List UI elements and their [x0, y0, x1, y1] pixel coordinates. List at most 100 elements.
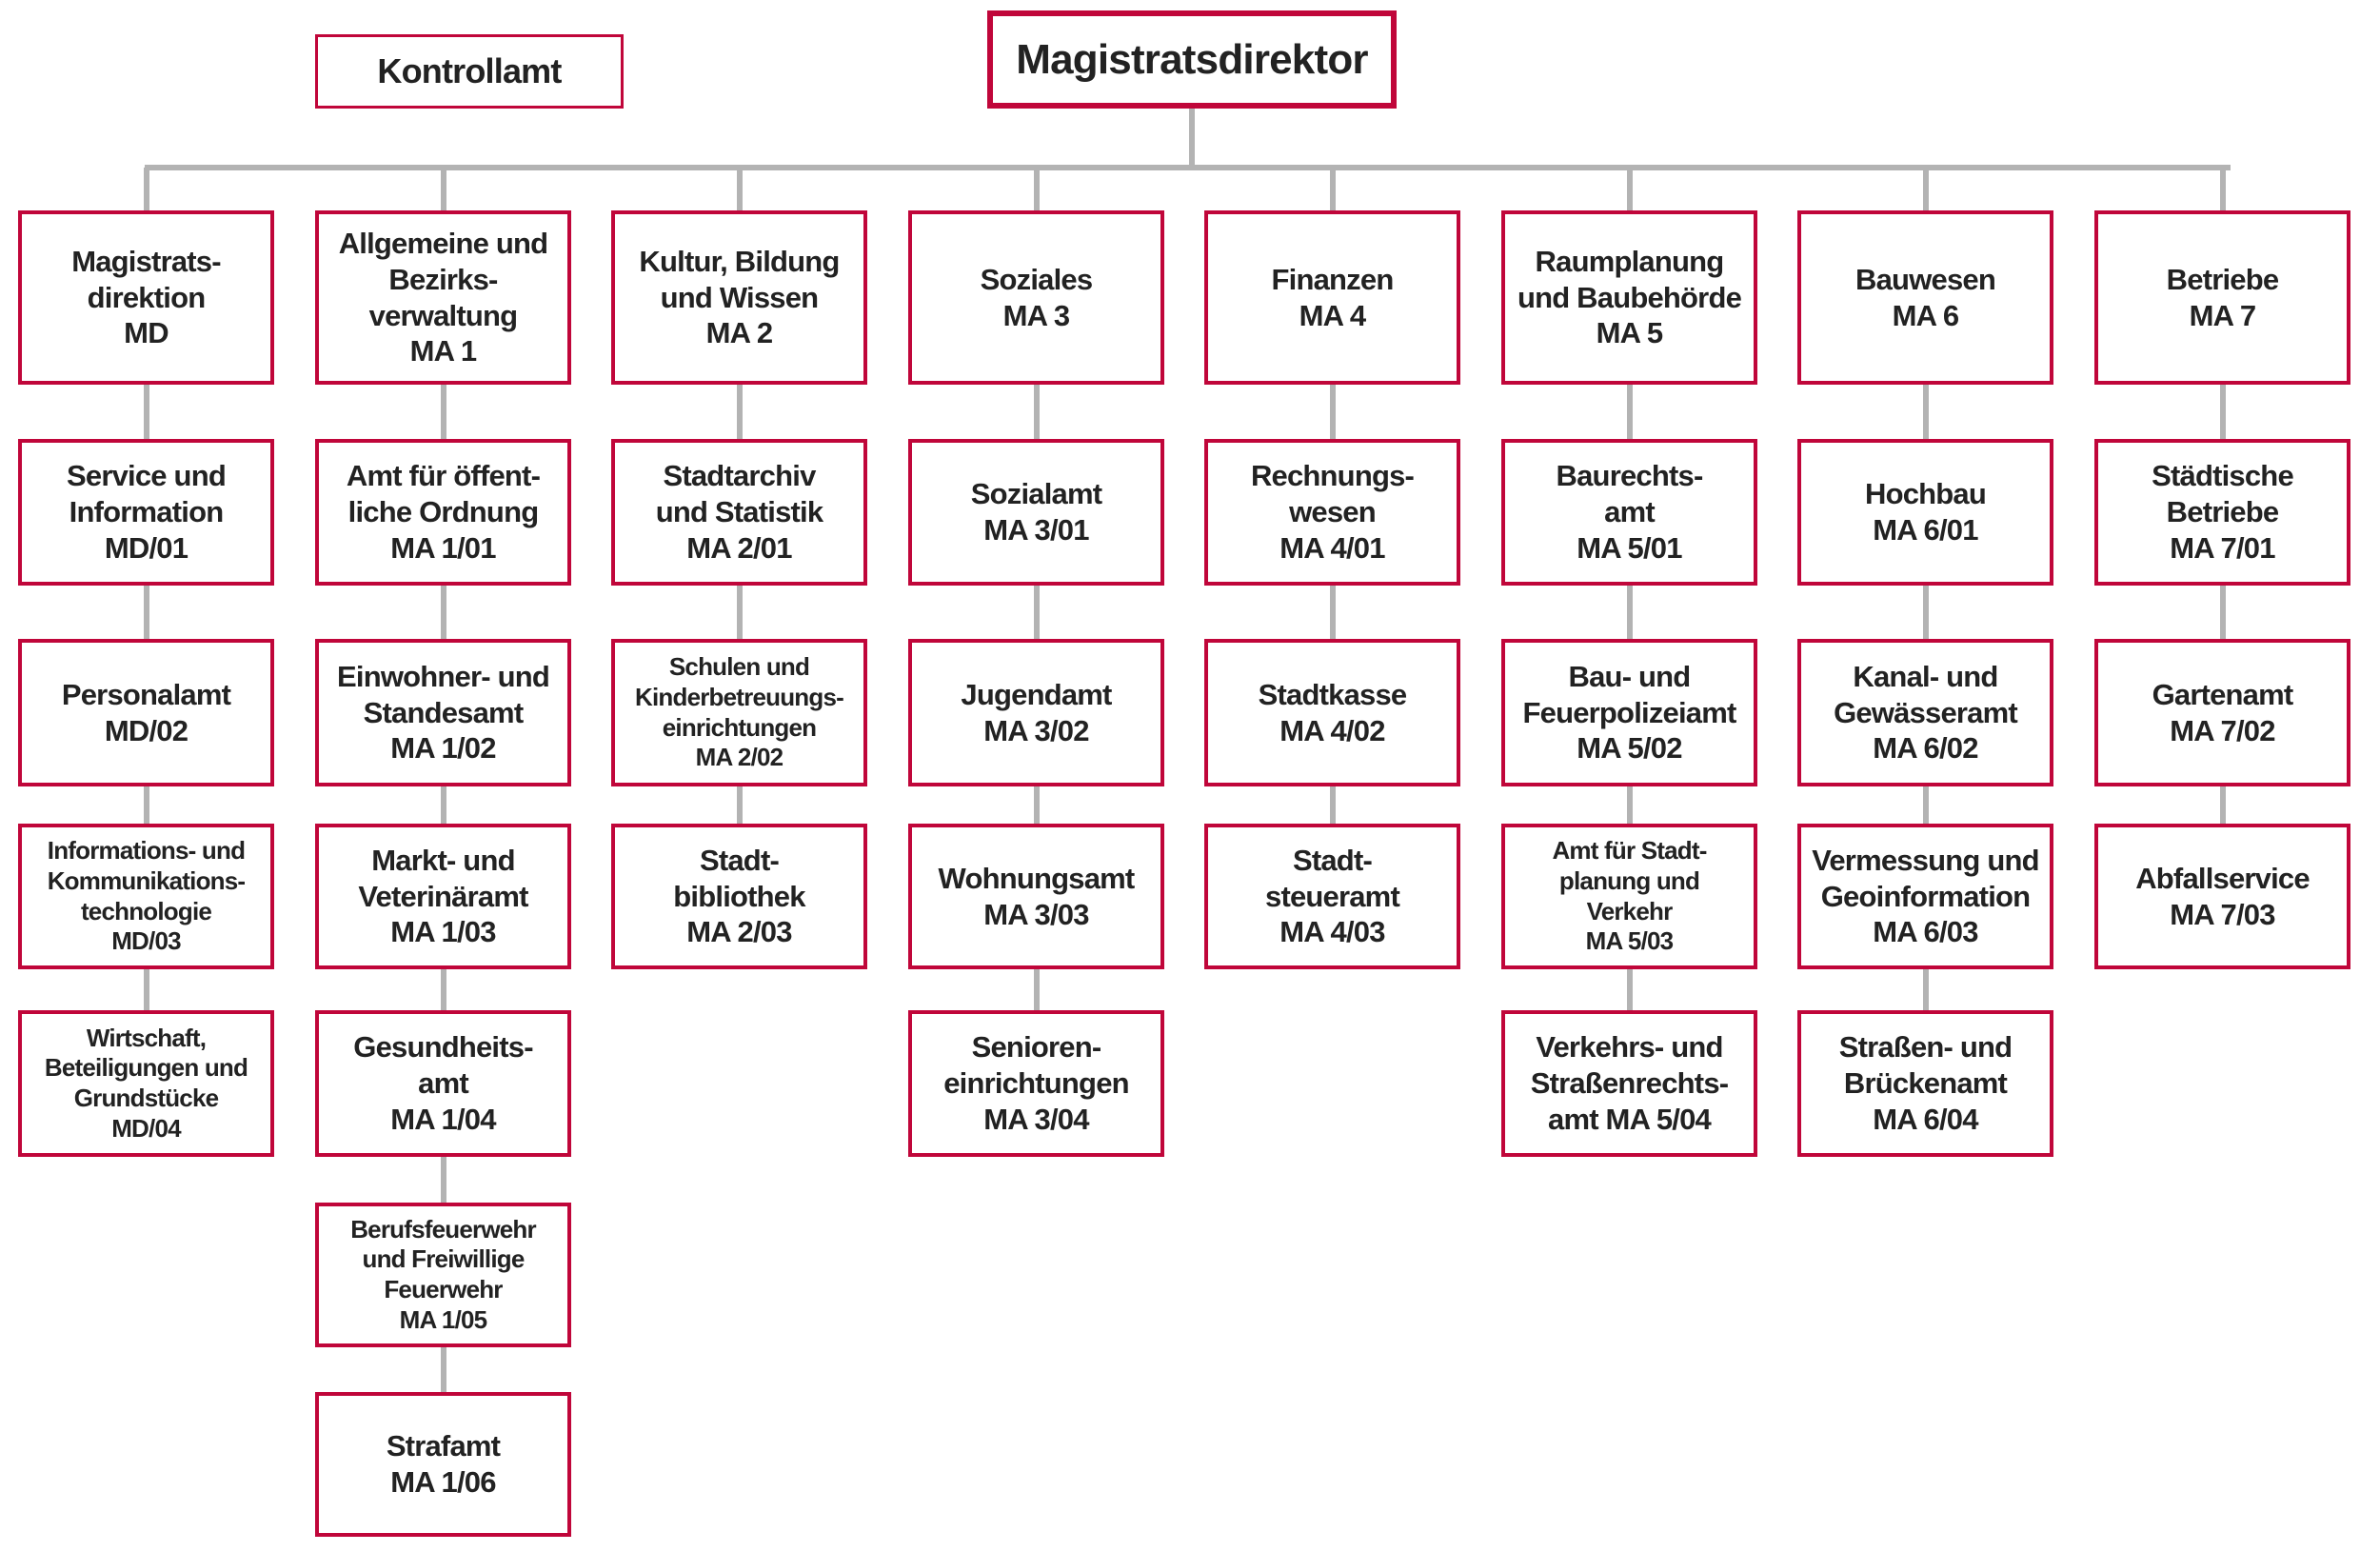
office-label: Stadt- steueramt MA 4/03 — [1265, 843, 1400, 949]
department-box: Allgemeine und Bezirks- verwaltung MA 1 — [315, 210, 571, 385]
office-box: Straßen- und Brückenamt MA 6/04 — [1797, 1010, 2053, 1157]
kontrollamt-box: Kontrollamt — [315, 34, 624, 109]
office-label: Rechnungs- wesen MA 4/01 — [1250, 459, 1415, 565]
office-box: Markt- und Veterinäramt MA 1/03 — [315, 824, 571, 969]
connector-vertical — [440, 969, 446, 1010]
office-label: Bau- und Feuerpolizeiamt MA 5/02 — [1522, 659, 1737, 766]
connector-vertical — [1033, 385, 1040, 439]
connector-vertical — [1922, 969, 1929, 1010]
connector-vertical — [143, 969, 149, 1010]
office-box: Gesundheits- amt MA 1/04 — [315, 1010, 571, 1157]
connector-vertical — [1626, 786, 1633, 824]
connector-vertical — [736, 786, 743, 824]
office-label: Stadtarchiv und Statistik MA 2/01 — [655, 459, 823, 565]
office-box: Wohnungsamt MA 3/03 — [908, 824, 1164, 969]
department-box: Kultur, Bildung und Wissen MA 2 — [611, 210, 867, 385]
connector-vertical — [736, 385, 743, 439]
office-label: Stadt- bibliothek MA 2/03 — [673, 843, 805, 949]
connector-vertical — [1033, 586, 1040, 639]
office-label: Gartenamt MA 7/02 — [2152, 677, 2294, 747]
office-label: Amt für öffent- liche Ordnung MA 1/01 — [346, 459, 541, 565]
office-box: Kanal- und Gewässeramt MA 6/02 — [1797, 639, 2053, 786]
office-label: Sozialamt MA 3/01 — [970, 477, 1102, 547]
office-box: Berufsfeuerwehr und Freiwillige Feuerweh… — [315, 1203, 571, 1347]
office-label: Abfallservice MA 7/03 — [2135, 861, 2310, 931]
department-box: Magistrats- direktion MD — [18, 210, 274, 385]
office-label: Hochbau MA 6/01 — [1864, 477, 1987, 547]
connector-vertical — [2219, 786, 2226, 824]
office-box: Personalamt MD/02 — [18, 639, 274, 786]
connector-vertical — [440, 586, 446, 639]
office-label: Senioren- einrichtungen MA 3/04 — [943, 1030, 1129, 1136]
office-box: Senioren- einrichtungen MA 3/04 — [908, 1010, 1164, 1157]
connector-horizontal-bar — [145, 165, 2231, 170]
office-label: Berufsfeuerwehr und Freiwillige Feuerweh… — [350, 1214, 536, 1334]
office-box: Amt für Stadt- planung und Verkehr MA 5/… — [1501, 824, 1757, 969]
office-label: Verkehrs- und Straßenrechts- amt MA 5/04 — [1530, 1030, 1729, 1136]
office-label: Markt- und Veterinäramt MA 1/03 — [358, 843, 528, 949]
connector-vertical — [2219, 586, 2226, 639]
office-box: Baurechts- amt MA 5/01 — [1501, 439, 1757, 586]
office-box: Städtische Betriebe MA 7/01 — [2094, 439, 2350, 586]
department-box: Raumplanung und Baubehörde MA 5 — [1501, 210, 1757, 385]
office-box: Stadtarchiv und Statistik MA 2/01 — [611, 439, 867, 586]
office-label: Baurechts- amt MA 5/01 — [1556, 459, 1704, 565]
department-label: Allgemeine und Bezirks- verwaltung MA 1 — [338, 226, 548, 368]
connector-vertical — [143, 786, 149, 824]
connector-vertical — [1329, 385, 1336, 439]
office-box: Stadt- steueramt MA 4/03 — [1204, 824, 1460, 969]
connector-vertical — [143, 385, 149, 439]
connector-column-drop — [736, 168, 743, 210]
office-label: Vermessung und Geoinformation MA 6/03 — [1812, 843, 2039, 949]
connector-column-drop — [1922, 168, 1929, 210]
office-label: Service und Information MD/01 — [67, 459, 227, 565]
office-box: Sozialamt MA 3/01 — [908, 439, 1164, 586]
office-label: Straßen- und Brückenamt MA 6/04 — [1838, 1030, 2013, 1136]
office-box: Schulen und Kinderbetreuungs- einrichtun… — [611, 639, 867, 786]
office-box: Jugendamt MA 3/02 — [908, 639, 1164, 786]
magistratsdirektor-box: Magistratsdirektor — [987, 10, 1397, 109]
office-box: Wirtschaft, Beteiligungen und Grundstück… — [18, 1010, 274, 1157]
office-box: Service und Information MD/01 — [18, 439, 274, 586]
office-box: Stadtkasse MA 4/02 — [1204, 639, 1460, 786]
office-box: Amt für öffent- liche Ordnung MA 1/01 — [315, 439, 571, 586]
office-label: Personalamt MD/02 — [61, 677, 231, 747]
connector-top-vertical — [1189, 109, 1195, 168]
connector-vertical — [1033, 786, 1040, 824]
connector-vertical — [1329, 586, 1336, 639]
connector-column-drop — [1033, 168, 1040, 210]
connector-column-drop — [143, 168, 149, 210]
office-box: Stadt- bibliothek MA 2/03 — [611, 824, 867, 969]
connector-vertical — [1626, 586, 1633, 639]
department-label: Betriebe MA 7 — [2166, 262, 2279, 332]
department-box: Betriebe MA 7 — [2094, 210, 2350, 385]
department-label: Raumplanung und Baubehörde MA 5 — [1517, 244, 1742, 350]
office-box: Informations- und Kommunikations- techno… — [18, 824, 274, 969]
office-label: Informations- und Kommunikations- techno… — [47, 836, 246, 956]
connector-vertical — [440, 1157, 446, 1203]
connector-vertical — [143, 586, 149, 639]
office-label: Kanal- und Gewässeramt MA 6/02 — [1834, 659, 2018, 766]
office-label: Gesundheits- amt MA 1/04 — [353, 1030, 533, 1136]
office-box: Gartenamt MA 7/02 — [2094, 639, 2350, 786]
connector-column-drop — [440, 168, 446, 210]
department-box: Soziales MA 3 — [908, 210, 1164, 385]
magistratsdirektor-label: Magistratsdirektor — [1016, 35, 1368, 83]
office-label: Amt für Stadt- planung und Verkehr MA 5/… — [1552, 836, 1707, 956]
office-label: Städtische Betriebe MA 7/01 — [2152, 459, 2294, 565]
connector-vertical — [736, 586, 743, 639]
office-box: Strafamt MA 1/06 — [315, 1392, 571, 1537]
department-box: Finanzen MA 4 — [1204, 210, 1460, 385]
connector-vertical — [1626, 385, 1633, 439]
office-box: Abfallservice MA 7/03 — [2094, 824, 2350, 969]
connector-vertical — [1922, 586, 1929, 639]
connector-column-drop — [1626, 168, 1633, 210]
office-label: Wohnungsamt MA 3/03 — [938, 861, 1136, 931]
office-box: Rechnungs- wesen MA 4/01 — [1204, 439, 1460, 586]
office-box: Hochbau MA 6/01 — [1797, 439, 2053, 586]
connector-vertical — [1922, 786, 1929, 824]
department-label: Kultur, Bildung und Wissen MA 2 — [639, 244, 840, 350]
connector-vertical — [2219, 385, 2226, 439]
connector-vertical — [1626, 969, 1633, 1010]
